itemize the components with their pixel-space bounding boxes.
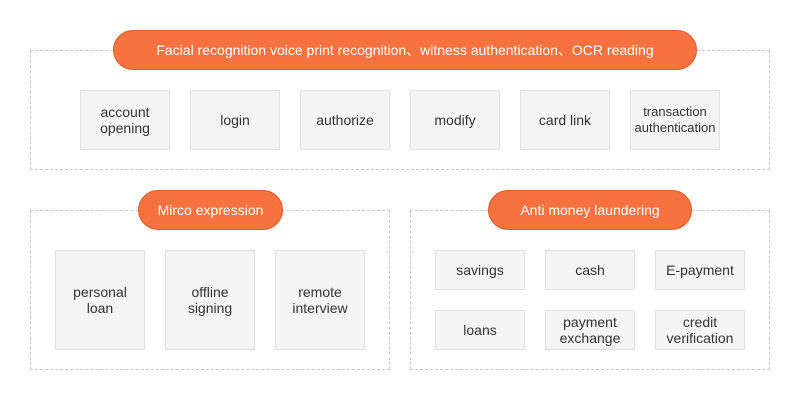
tile-payment-exchange: payment exchange xyxy=(545,310,635,350)
tile-personal-loan: personal loan xyxy=(55,250,145,350)
tile-transaction-authentication: transaction authentication xyxy=(630,90,720,150)
tile-account-opening: account opening xyxy=(80,90,170,150)
tile-loans: loans xyxy=(435,310,525,350)
tile-savings: savings xyxy=(435,250,525,290)
tile-modify: modify xyxy=(410,90,500,150)
tile-login: login xyxy=(190,90,280,150)
tile-remote-interview: remote interview xyxy=(275,250,365,350)
tile-e-payment: E-payment xyxy=(655,250,745,290)
tile-offline-signing: offline signing xyxy=(165,250,255,350)
left-group-title: Mirco expression xyxy=(138,190,283,230)
tile-cash: cash xyxy=(545,250,635,290)
top-group-title: Facial recognition voice print recogniti… xyxy=(113,30,697,70)
tile-authorize: authorize xyxy=(300,90,390,150)
tile-card-link: card link xyxy=(520,90,610,150)
tile-credit-verification: credit verification xyxy=(655,310,745,350)
right-group-title: Anti money laundering xyxy=(488,190,692,230)
